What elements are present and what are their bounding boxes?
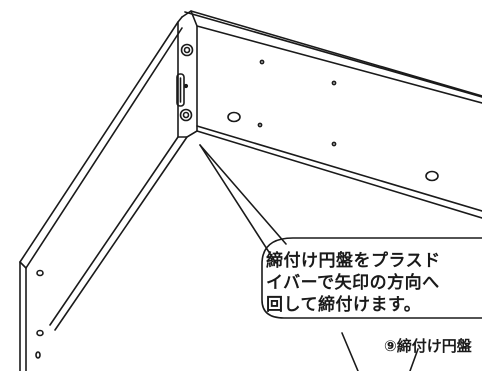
top-panel-end-face	[186, 10, 198, 138]
leader-line	[341, 332, 359, 371]
side-panel-hole	[36, 329, 44, 337]
side-panel	[19, 21, 188, 371]
pin-hole	[183, 83, 189, 89]
top-panel-hole	[257, 122, 263, 128]
callout-box	[261, 237, 482, 319]
callout-pointer	[199, 144, 277, 264]
side-panel-bottom-inner-edge	[54, 136, 188, 331]
top-panel-large-hole	[227, 111, 241, 123]
callout-line-1: 締付け円盤をプラスド	[266, 251, 441, 271]
cam-lock-disc-upper	[180, 43, 194, 57]
rail-slot	[176, 73, 185, 107]
callout-line-3: 回して締付けます。	[266, 295, 422, 315]
side-panel-bottom-edge	[49, 136, 179, 326]
top-panel-hole	[331, 80, 337, 86]
callout-line-2: イバーで矢印の方向へ	[266, 273, 440, 293]
top-panel	[181, 10, 482, 219]
side-panel-hole	[36, 269, 44, 277]
side-panel-end-cap	[19, 261, 27, 269]
top-panel-inner-edge	[196, 25, 482, 104]
side-panel-top-inner-edge	[25, 27, 183, 269]
top-panel-hole	[259, 59, 265, 65]
corner-joint	[177, 16, 198, 138]
top-panel-large-hole	[425, 170, 439, 182]
side-panel-hole	[35, 351, 41, 359]
top-panel-bottom-edge	[196, 125, 482, 212]
part-label: ⑨締付け円盤	[384, 337, 472, 355]
cam-lock-disc-lower	[179, 108, 193, 122]
top-panel-lower-edge	[196, 130, 482, 219]
callout-pointer	[199, 144, 287, 245]
top-panel-hole	[331, 141, 337, 147]
leader-line	[409, 348, 419, 371]
side-panel-top-edge	[19, 21, 179, 263]
top-panel-top-edge	[184, 11, 482, 98]
